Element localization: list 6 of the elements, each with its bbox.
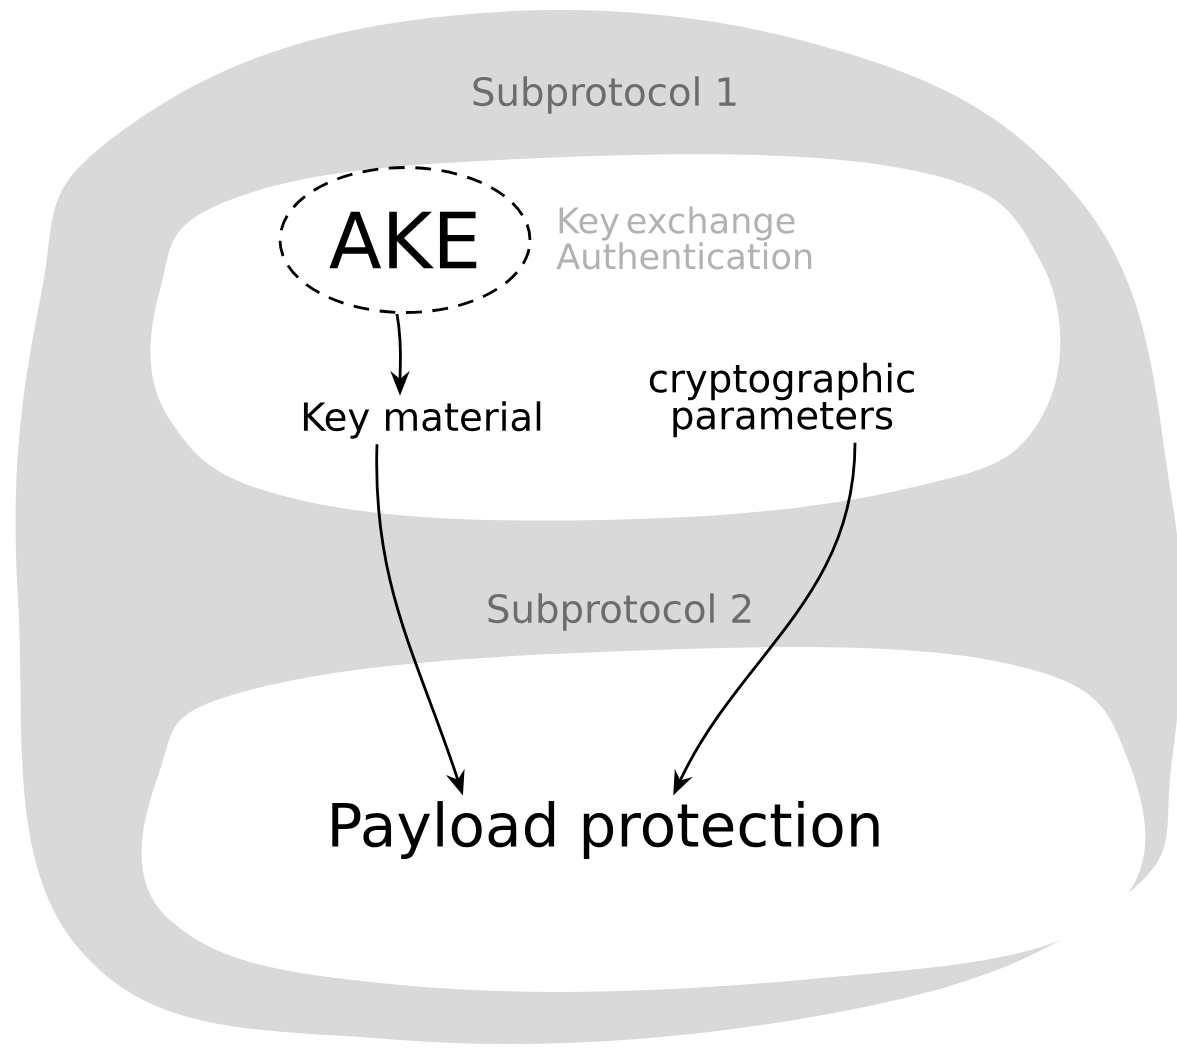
heading: Subprotocol 2 bbox=[488, 593, 751, 631]
label: cryptographic parameters bbox=[649, 362, 914, 438]
note: Key exchange Authentication bbox=[556, 206, 812, 270]
heading: Subprotocol 1 bbox=[473, 76, 736, 114]
label: Key material bbox=[303, 401, 541, 439]
label: Payload protection bbox=[332, 801, 879, 859]
